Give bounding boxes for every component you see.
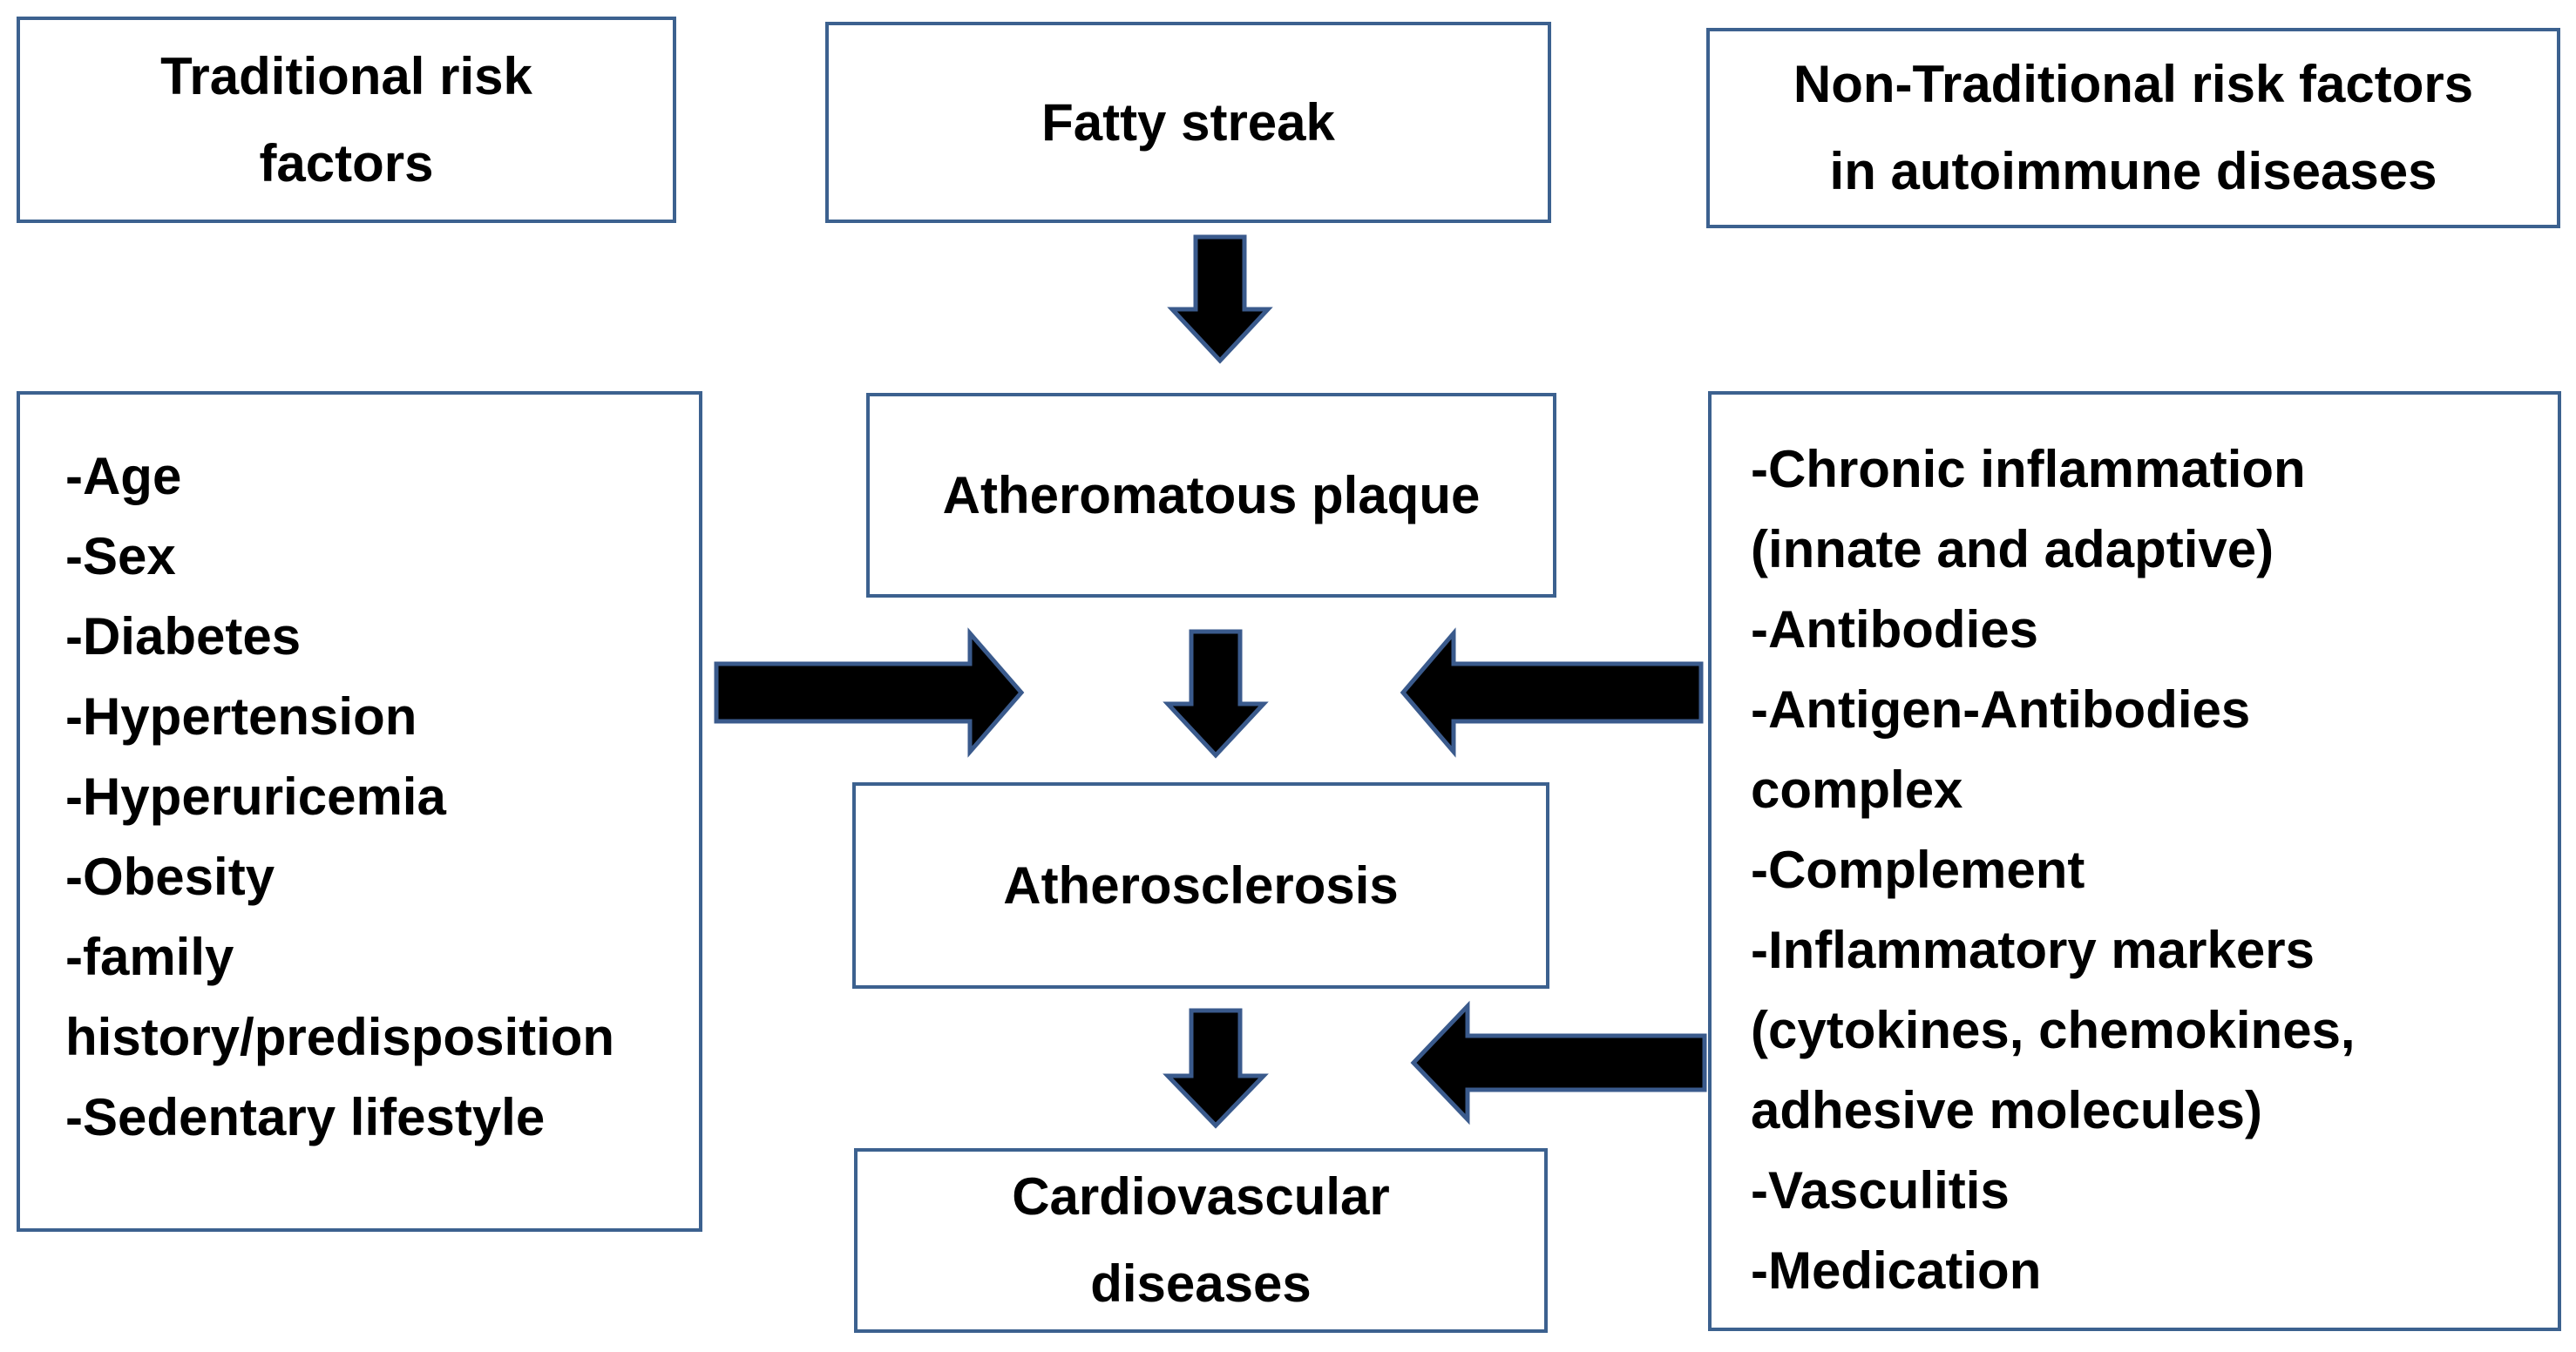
text-line: factors — [259, 133, 434, 193]
atheromatous-plaque-label: Atheromatous plaque — [942, 465, 1481, 524]
traditional-risk-factors-header-box: Traditional risk factors — [17, 17, 676, 223]
text-line: -Diabetes — [65, 607, 302, 666]
text-line: -Complement — [1751, 841, 2085, 899]
cardiovascular-diseases-box: Cardiovascular diseases — [854, 1148, 1548, 1333]
text-line: -Inflammatory markers — [1751, 921, 2315, 979]
atherosclerosis-box: Atherosclerosis — [852, 782, 1549, 989]
text-line: Traditional risk — [160, 46, 532, 105]
text-line: -Chronic inflammation — [1751, 440, 2306, 498]
text-line: -Vasculitis — [1751, 1161, 2010, 1220]
text-line: complex — [1751, 760, 1963, 819]
down-arrow-plaque-to-atherosclerosis — [1163, 629, 1269, 759]
text-line: -Sedentary lifestyle — [65, 1088, 546, 1146]
text-line: -Antigen-Antibodies — [1751, 680, 2251, 739]
atherosclerosis-label: Atherosclerosis — [1003, 855, 1399, 915]
text-line: (cytokines, chemokines, — [1751, 1001, 2356, 1059]
fatty-streak-label: Fatty streak — [1041, 92, 1335, 152]
text-line: in autoimmune diseases — [1829, 142, 2437, 200]
text-line: -Age — [65, 447, 182, 505]
text-line: diseases — [1090, 1254, 1312, 1313]
text-line: -family — [65, 928, 234, 986]
text-line: -Antibodies — [1751, 600, 2038, 659]
text-line: (innate and adaptive) — [1751, 520, 2274, 578]
text-line: -Obesity — [65, 848, 275, 906]
down-arrow-fatty-to-plaque — [1167, 234, 1273, 364]
text-line: -Hyperuricemia — [65, 767, 446, 826]
text-line: history/predisposition — [65, 1008, 615, 1066]
left-arrow-nontraditional-lower — [1410, 1000, 1707, 1126]
text-line: -Sex — [65, 527, 176, 585]
traditional-risk-factors-list-box: -Age -Sex -Diabetes -Hypertension -Hyperuric… — [17, 391, 702, 1232]
down-arrow-atherosclerosis-to-cardiovascular — [1163, 1008, 1269, 1129]
text-line: Non-Traditional risk factors — [1793, 55, 2474, 113]
atheromatous-plaque-box: Atheromatous plaque — [866, 393, 1556, 598]
fatty-streak-box: Fatty streak — [825, 22, 1551, 223]
text-line: adhesive molecules) — [1751, 1081, 2262, 1139]
nontraditional-risk-factors-list-box: -Chronic inflammation (innate and adaptiv… — [1708, 391, 2561, 1331]
text-line: -Medication — [1751, 1241, 2042, 1300]
right-arrow-traditional-factors — [714, 627, 1025, 758]
text-line: -Hypertension — [65, 687, 417, 746]
left-arrow-nontraditional-upper — [1400, 627, 1704, 758]
text-line: Cardiovascular — [1012, 1167, 1390, 1226]
nontraditional-risk-factors-header-box: Non-Traditional risk factors in autoimmun… — [1706, 28, 2560, 228]
